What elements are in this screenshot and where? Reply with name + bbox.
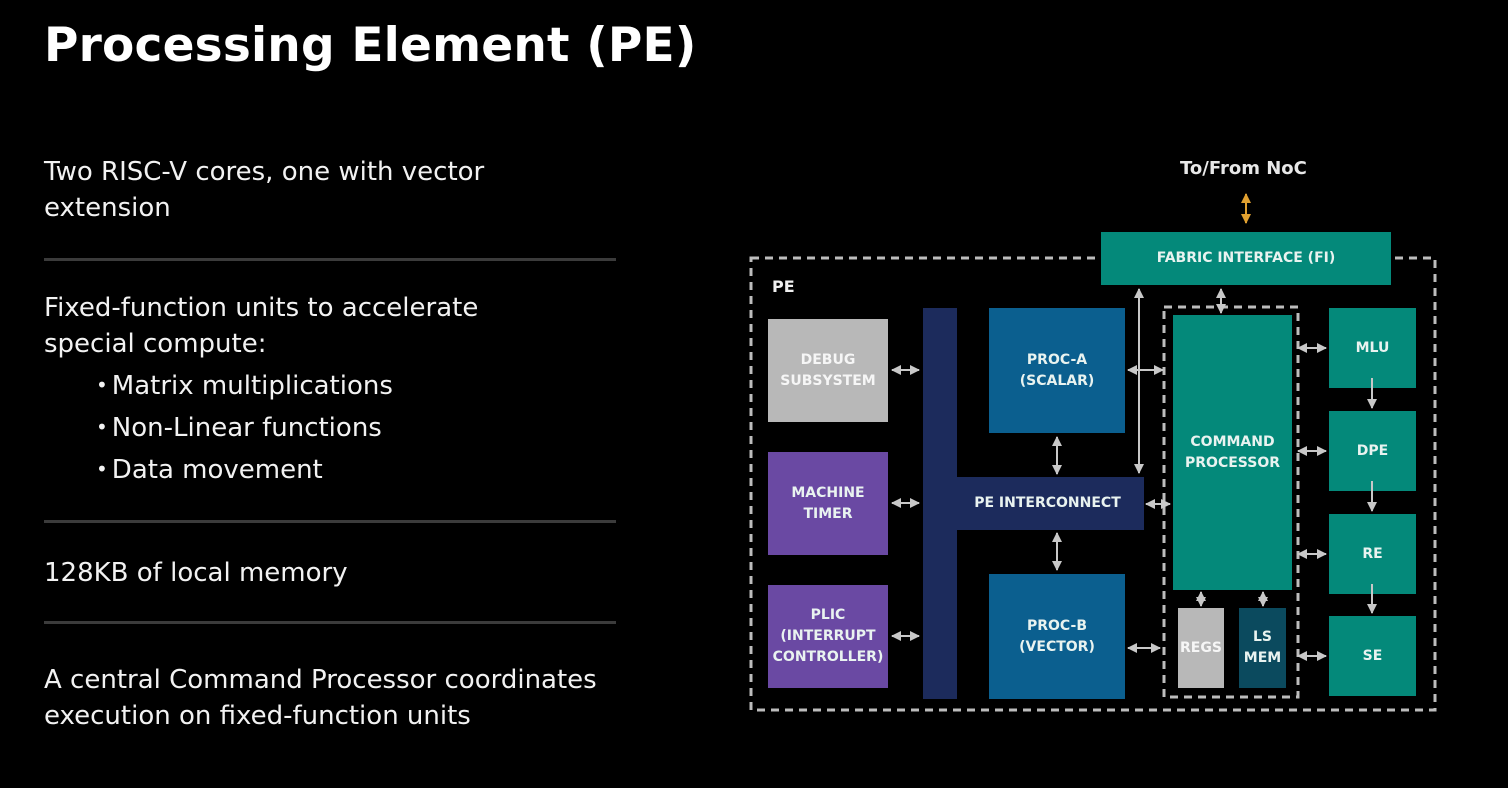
mlu-block: MLU	[1329, 308, 1416, 388]
point-command-processor: A central Command Processor coordinates …	[44, 665, 597, 731]
sub-point-text: Matrix multiplications	[111, 371, 393, 401]
pe-interconnect-block: PE INTERCONNECT	[923, 477, 1144, 530]
bullet-icon: •	[96, 373, 108, 397]
point-local-memory: 128KB of local memory	[44, 558, 348, 588]
proc-b-block: PROC-B (VECTOR)	[989, 574, 1125, 699]
sub-point-nonlinear: •Non-Linear functions	[96, 407, 382, 450]
sub-point-text: Non-Linear functions	[111, 413, 382, 443]
regs-block: REGS	[1178, 608, 1224, 688]
sub-point-text: Data movement	[111, 455, 323, 485]
dpe-block: DPE	[1329, 411, 1416, 491]
slide-title: Processing Element (PE)	[44, 18, 697, 73]
point-fixed-function-units: Fixed-function units to accelerate speci…	[44, 293, 479, 359]
plic-block: PLIC (INTERRUPT CONTROLLER)	[768, 585, 888, 688]
divider	[44, 621, 616, 624]
ls-mem-block: LS MEM	[1239, 608, 1286, 688]
command-processor-block: COMMAND PROCESSOR	[1173, 315, 1292, 590]
se-block: SE	[1329, 616, 1416, 696]
sub-point-matrix: •Matrix multiplications	[96, 365, 393, 408]
bullet-icon: •	[96, 457, 108, 481]
noc-label: To/From NoC	[1180, 158, 1307, 179]
pe-interconnect-label: PE INTERCONNECT	[974, 495, 1121, 511]
fabric-interface-block: FABRIC INTERFACE (FI)	[1101, 232, 1391, 285]
bullet-icon: •	[96, 415, 108, 439]
sub-point-data-movement: •Data movement	[96, 449, 323, 492]
machine-timer-block: MACHINE TIMER	[768, 452, 888, 555]
divider	[44, 258, 616, 261]
re-block: RE	[1329, 514, 1416, 594]
pe-label: PE	[772, 277, 795, 296]
divider	[44, 520, 616, 523]
point-risc-v-cores: Two RISC-V cores, one with vector extens…	[44, 157, 485, 223]
debug-subsystem-block: DEBUG SUBSYSTEM	[768, 319, 888, 422]
proc-a-block: PROC-A (SCALAR)	[989, 308, 1125, 433]
